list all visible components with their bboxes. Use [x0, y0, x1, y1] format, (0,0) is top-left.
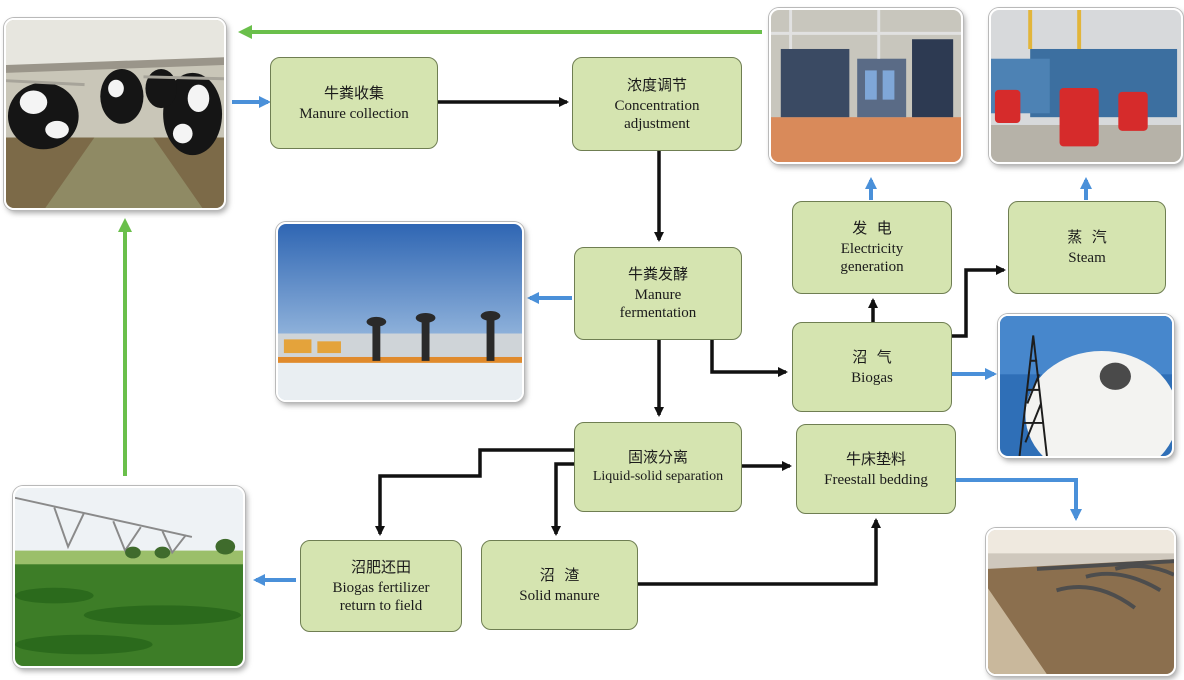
node-electricity-en2: generation: [840, 259, 904, 275]
node-concentration-en1: Concentration: [614, 97, 700, 114]
node-electricity-en1: Electricity: [840, 241, 904, 257]
node-steam-zh: 蒸 汽: [1067, 228, 1107, 246]
node-fermentation-en2: fermentation: [619, 305, 697, 321]
node-steam-en: Steam: [1068, 250, 1106, 266]
node-biogas-fertilizer: 沼肥还田 Biogas fertilizer return to field: [300, 540, 462, 632]
node-fermentation-en1: Manure: [634, 287, 682, 303]
node-electricity-generation: 发 电 Electricity generation: [792, 201, 952, 294]
arrow-separation-to-solid: [551, 462, 574, 536]
node-freestall-bedding: 牛床垫料 Freestall bedding: [796, 424, 956, 514]
node-bedding-zh: 牛床垫料: [845, 449, 906, 468]
node-separation-zh: 固液分离: [627, 448, 688, 467]
photo-dairy-barn-cows: [4, 18, 226, 210]
node-steam: 蒸 汽 Steam: [1008, 201, 1166, 294]
node-manure-collection-zh: 牛粪收集: [323, 83, 384, 102]
node-concentration-zh: 浓度调节: [626, 75, 687, 94]
arrow-separation-to-fertilizer: [375, 448, 574, 536]
node-electricity-zh: 发 电: [852, 219, 892, 237]
node-solid-manure: 沼 渣 Solid manure: [481, 540, 638, 630]
blue-arrow-to-stall-photo: [956, 478, 1082, 521]
node-solid-zh: 沼 渣: [539, 565, 580, 584]
node-fertilizer-en1: Biogas fertilizer: [332, 579, 430, 596]
node-fermentation-zh: 牛粪发酵: [627, 265, 688, 283]
arrow-solid-to-bedding: [638, 518, 881, 586]
photo-power-generator-room: [769, 8, 963, 164]
node-biogas: 沼 气 Biogas: [792, 322, 952, 412]
node-liquid-solid-separation: 固液分离 Liquid-solid separation: [574, 422, 742, 512]
photo-steam-boiler-room: [989, 8, 1183, 164]
photo-freestall-stalls: [986, 528, 1176, 676]
photo-fermentation-tanks: [276, 222, 524, 402]
arrow-biogas-to-steam: [952, 265, 1006, 338]
node-solid-en: Solid manure: [519, 587, 600, 604]
node-bedding-en: Freestall bedding: [824, 471, 928, 488]
node-concentration-en2: adjustment: [624, 115, 690, 132]
node-separation-en: Liquid-solid separation: [592, 469, 724, 485]
node-manure-collection-en: Manure collection: [299, 105, 409, 122]
arrow-fermentation-to-biogas: [710, 340, 788, 377]
photo-crop-field-irrigation: [13, 486, 245, 668]
node-concentration-adjustment: 浓度调节 Concentration adjustment: [572, 57, 742, 151]
node-manure-collection: 牛粪收集 Manure collection: [270, 57, 438, 149]
node-manure-fermentation: 牛粪发酵 Manure fermentation: [574, 247, 742, 340]
photo-biogas-storage-dome: [998, 314, 1174, 458]
node-biogas-en: Biogas: [851, 369, 893, 386]
node-fertilizer-zh: 沼肥还田: [350, 557, 411, 576]
node-biogas-zh: 沼 气: [852, 347, 892, 366]
node-fertilizer-en2: return to field: [339, 597, 423, 614]
